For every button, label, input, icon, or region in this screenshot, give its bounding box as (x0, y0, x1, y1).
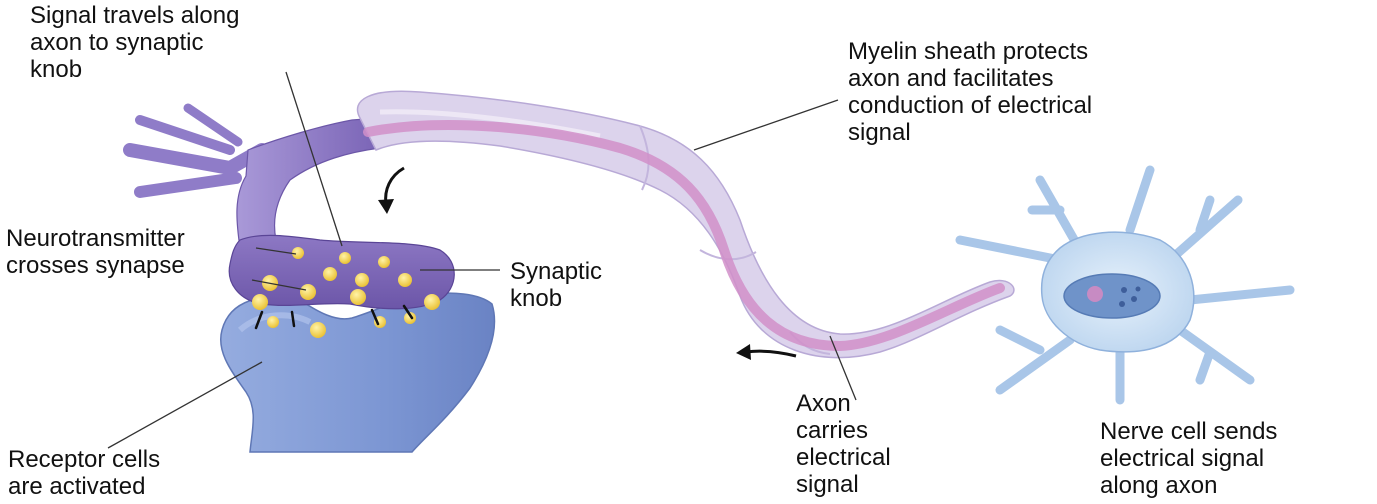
nucleus (1064, 274, 1160, 318)
receptor-cell (221, 293, 495, 452)
label-axon: Axon carries electrical signal (796, 390, 891, 498)
nucleolus (1087, 286, 1103, 302)
label-nerve-cell: Nerve cell sends electrical signal along… (1100, 418, 1277, 499)
flow-arrow-down (378, 168, 404, 214)
label-receptor-cells: Receptor cells are activated (8, 446, 160, 500)
leader-myelin (694, 100, 838, 150)
label-synaptic-knob: Synaptic knob (510, 258, 602, 312)
label-myelin-sheath: Myelin sheath protects axon and facilita… (848, 38, 1092, 146)
label-signal-travels: Signal travels along axon to synaptic kn… (30, 2, 239, 83)
leader-receptor (108, 362, 262, 448)
label-neurotransmitter: Neurotransmitter crosses synapse (6, 225, 185, 279)
